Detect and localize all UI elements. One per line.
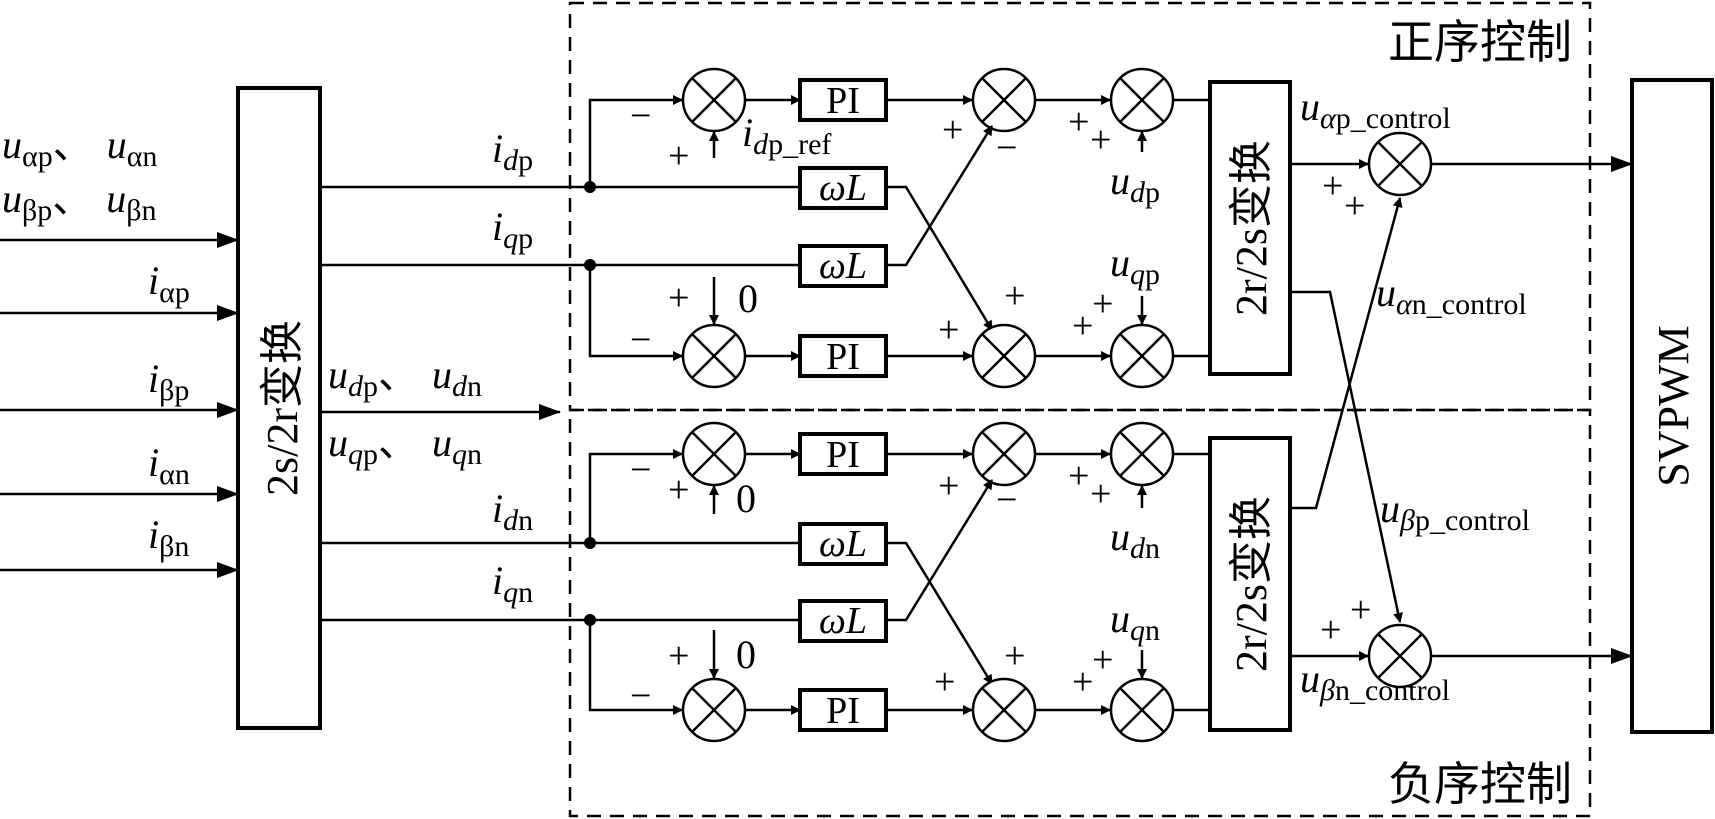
sign: + <box>1068 455 1089 497</box>
sign: + <box>1072 305 1093 347</box>
pi-block-dp <box>798 78 888 122</box>
branch-i-qp <box>588 265 683 361</box>
sign: + <box>938 465 959 507</box>
sign: + <box>1092 639 1113 681</box>
omega-l-block-qp <box>798 244 888 288</box>
sign: − <box>630 449 651 491</box>
label-i-beta-n: iβn <box>148 512 189 563</box>
negative-sequence-title: 负序控制 <box>1388 757 1572 811</box>
sign: − <box>996 127 1017 169</box>
label-i-beta-p: iβp <box>148 356 189 407</box>
label-i-qp: iqp <box>492 204 533 255</box>
sign: + <box>1322 165 1343 207</box>
sign: + <box>938 309 959 351</box>
sign: + <box>1344 185 1365 227</box>
sum-id-error-p <box>681 67 747 133</box>
sign: − <box>630 319 651 361</box>
label-i-alpha-p: iαp <box>148 258 190 309</box>
sum-iq-error-p <box>681 323 747 389</box>
label-u-q: uqp、uqn <box>328 420 482 471</box>
label-i-dn: idn <box>492 486 533 537</box>
sign: + <box>668 635 689 677</box>
transform-2r2s-negative <box>1208 436 1292 732</box>
transform-2r2s-negative-label: 2r/2s变换 <box>1227 496 1276 672</box>
positive-sequence-title: 正序控制 <box>1388 15 1572 69</box>
sum-uq-feedforward-p <box>1109 323 1175 389</box>
svpwm-block <box>1630 78 1714 734</box>
transform-2s2r-label: 2s/2r变换 <box>258 320 307 496</box>
sign: + <box>1090 119 1111 161</box>
sign: + <box>934 661 955 703</box>
sum-ud-feedforward-n <box>1109 421 1175 487</box>
sign: + <box>1092 283 1113 325</box>
sign: + <box>1090 473 1111 515</box>
transform-2r2s-positive <box>1208 80 1292 376</box>
branch-i-dp <box>588 95 683 187</box>
sum-alpha-output <box>1367 131 1433 197</box>
pi-label: PI <box>826 690 860 732</box>
cross-alpha-n <box>1290 197 1403 510</box>
sign: + <box>668 135 689 177</box>
label-zero-qn: 0 <box>736 632 756 677</box>
label-u-beta: uβp、uβn <box>2 176 157 227</box>
label-zero-dn: 0 <box>736 476 756 521</box>
label-i-qn: iqn <box>492 558 533 609</box>
sum-iq-error-n <box>681 677 747 743</box>
sign: + <box>668 469 689 511</box>
svpwm-label: SVPWM <box>1649 325 1698 486</box>
sum-uq-p <box>971 323 1037 389</box>
omega-l-label: ωL <box>819 523 867 565</box>
omega-l-label: ωL <box>819 167 867 209</box>
sum-beta-output <box>1367 623 1433 689</box>
sign: − <box>630 675 651 717</box>
label-u-beta-p-control: uβp_control <box>1380 486 1530 537</box>
label-u-alpha-n-control: uαn_control <box>1376 270 1527 321</box>
cross-coupling-qp <box>886 125 994 267</box>
pi-label: PI <box>826 336 860 378</box>
cross-coupling-dp <box>886 185 994 331</box>
label-u-alpha: uαp、uαn <box>2 122 157 173</box>
cross-coupling-dn <box>886 541 994 685</box>
sum-id-error-n <box>681 421 747 487</box>
label-u-dn: udn <box>1110 514 1160 565</box>
transform-2s2r-block <box>236 86 322 730</box>
pi-label: PI <box>826 80 860 122</box>
sum-ud-p <box>971 67 1037 133</box>
label-u-qp: uqp <box>1110 240 1160 291</box>
sign: + <box>1350 589 1371 631</box>
sign: − <box>630 95 651 137</box>
label-zero-qp: 0 <box>738 276 758 321</box>
sign: + <box>1320 609 1341 651</box>
sign: + <box>1068 101 1089 143</box>
label-u-beta-n-control: uβn_control <box>1300 656 1450 707</box>
cross-coupling-qn <box>886 479 994 622</box>
branch-i-dn <box>588 449 683 543</box>
transform-2r2s-positive-label: 2r/2s变换 <box>1227 140 1276 316</box>
label-i-alpha-n: iαn <box>148 440 190 491</box>
sum-ud-n <box>971 421 1037 487</box>
sign: + <box>942 109 963 151</box>
label-i-dp-ref: idp_ref <box>742 110 831 161</box>
branch-i-qn <box>588 620 683 715</box>
cross-beta-p <box>1290 290 1404 623</box>
pi-label: PI <box>826 434 860 476</box>
label-i-dp: idp <box>492 126 533 177</box>
sign: + <box>1004 275 1025 317</box>
sign: + <box>668 277 689 319</box>
omega-l-block-dp <box>798 166 888 210</box>
omega-l-label: ωL <box>819 245 867 287</box>
sum-uq-feedforward-n <box>1109 677 1175 743</box>
sign: − <box>996 479 1017 521</box>
label-u-qn: uqn <box>1110 596 1160 647</box>
sum-ud-feedforward-p <box>1109 67 1175 133</box>
label-u-d: udp、udn <box>328 352 482 403</box>
label-u-alpha-p-control: uαp_control <box>1300 84 1451 135</box>
omega-l-label: ωL <box>819 600 867 642</box>
sign: + <box>1004 635 1025 677</box>
sum-uq-n <box>971 677 1037 743</box>
label-u-dp: udp <box>1110 158 1160 209</box>
sign: + <box>1072 661 1093 703</box>
negative-sequence-region <box>568 408 1592 818</box>
